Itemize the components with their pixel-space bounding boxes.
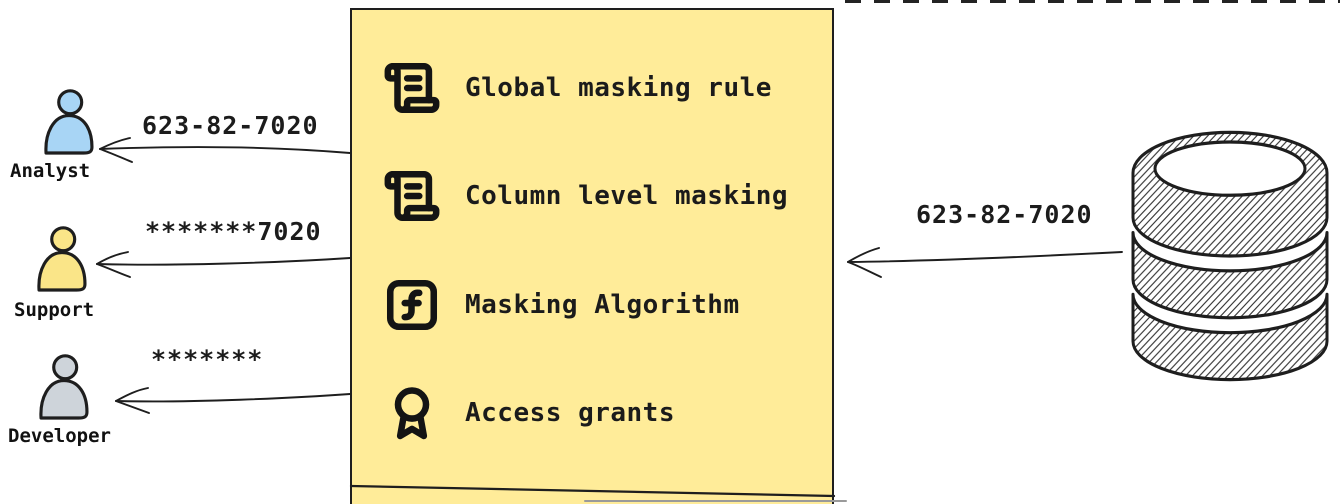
rule-label: Global masking rule — [465, 73, 772, 103]
award-icon — [394, 387, 430, 440]
original-value-database: 623-82-7020 — [916, 200, 1093, 229]
rule-label: Masking Algorithm — [465, 290, 740, 320]
rule-item-column-masking: Column level masking — [383, 167, 788, 225]
support-label: Support — [14, 299, 95, 321]
developer-label: Developer — [8, 425, 111, 447]
masked-value-support: *******7020 — [145, 217, 322, 246]
rule-item-global-masking: Global masking rule — [383, 59, 772, 117]
rule-item-masking-algorithm: Masking Algorithm — [383, 276, 740, 334]
analyst-person-icon — [44, 89, 94, 155]
masked-value-developer: ******* — [151, 345, 264, 374]
arrow-to-analyst — [99, 137, 351, 163]
scroll-text-icon — [384, 62, 440, 114]
arrow-to-support — [96, 251, 351, 278]
rule-item-access-grants: Access grants — [383, 384, 675, 442]
rule-label: Column level masking — [465, 181, 789, 211]
rule-label: Access grants — [465, 398, 675, 428]
support-person-icon — [37, 226, 87, 292]
arrow-database-to-panel — [847, 247, 1123, 278]
database-icon — [1131, 130, 1329, 382]
function-square-icon — [386, 279, 438, 331]
masking-rules-panel: Global masking rule Column level masking… — [350, 8, 834, 504]
hatched-edge-decoration — [845, 0, 1340, 3]
masked-value-analyst: 623-82-7020 — [142, 111, 319, 140]
scroll-text-icon — [384, 170, 440, 222]
developer-person-icon — [39, 354, 89, 420]
analyst-label: Analyst — [10, 160, 91, 182]
arrow-to-developer — [115, 387, 351, 414]
